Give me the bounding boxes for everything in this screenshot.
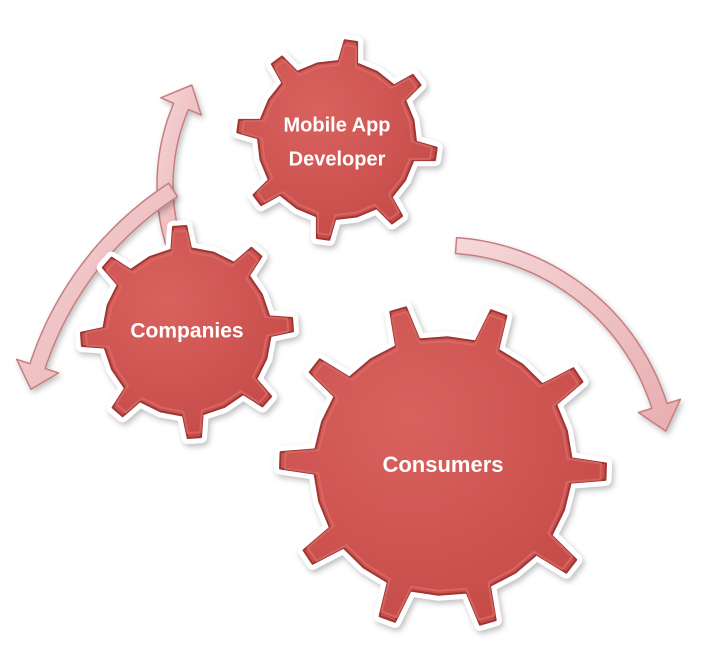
gear-mobile-app-developer [231, 34, 443, 246]
gear-label-mobile-app-developer: Mobile App [283, 114, 390, 136]
gear-consumers [274, 301, 612, 631]
gear-body [236, 39, 438, 241]
gear-companies [75, 220, 299, 444]
arrow-developer-to-companies [15, 182, 179, 390]
arrow-consumers-cycle [454, 236, 682, 432]
gear-bevel [85, 230, 289, 434]
gear-bevel [241, 44, 433, 236]
gear-label-mobile-app-developer-line2: Developer [289, 148, 386, 170]
cycle-arrows [15, 84, 682, 432]
gear-bevel [284, 311, 602, 621]
gear-label-consumers: Consumers [382, 452, 503, 477]
gear-label-companies: Companies [130, 320, 243, 343]
